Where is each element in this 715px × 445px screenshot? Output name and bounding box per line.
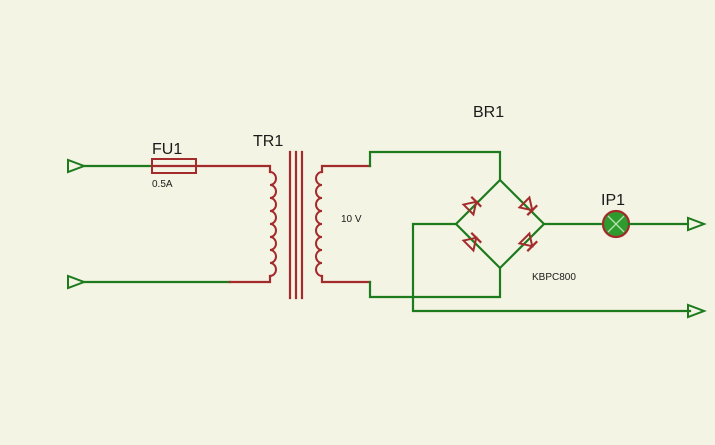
fuse-ref-label: FU1 (152, 141, 182, 158)
indicator-ip1[interactable] (601, 209, 631, 239)
wire-sec-bottom (368, 266, 502, 299)
input-terminal-bottom[interactable] (67, 274, 87, 290)
output-terminal-positive[interactable] (687, 216, 707, 232)
transformer-value-label: 10 V (341, 214, 362, 225)
fuse-fu1[interactable] (150, 158, 198, 174)
input-terminal-top[interactable] (67, 158, 87, 174)
bridge-ref-label: BR1 (473, 104, 504, 121)
indicator-ref-label: IP1 (601, 192, 625, 209)
transformer-tr1[interactable] (194, 150, 372, 300)
bridge-rectifier-br1[interactable] (454, 178, 546, 270)
wire-dc-negative (411, 222, 692, 313)
fuse-value-label: 0.5A (152, 179, 173, 190)
wire-sec-top (368, 150, 502, 182)
lamp-icon (607, 215, 625, 233)
output-terminal-negative[interactable] (687, 303, 707, 319)
bridge-value-label: KBPC800 (532, 272, 576, 283)
transformer-ref-label: TR1 (253, 133, 283, 150)
